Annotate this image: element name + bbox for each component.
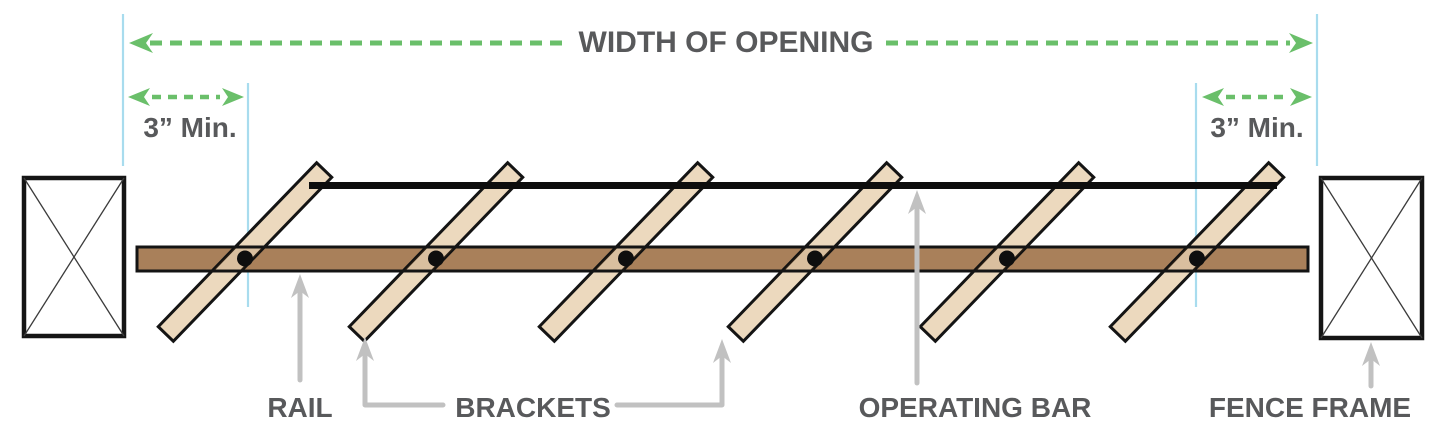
rail-callout-arrowhead — [291, 274, 309, 298]
operating-bar-label: OPERATING BAR — [858, 392, 1092, 423]
bracket-bolts — [237, 250, 1205, 267]
width-arrowhead-right — [1289, 33, 1313, 53]
brackets-callout-arrowhead-left — [356, 337, 374, 361]
callout-arrowheads — [291, 190, 1380, 366]
brackets-label: BRACKETS — [455, 392, 611, 423]
right-min-arrowhead-left — [1202, 88, 1224, 106]
bolt-1 — [237, 250, 253, 267]
width-of-opening-label: WIDTH OF OPENING — [578, 26, 874, 59]
dimension-arrowheads — [128, 33, 1313, 106]
bolt-5 — [999, 250, 1015, 267]
width-arrowhead-left — [129, 33, 153, 53]
fence-frame-callout-arrowhead — [1362, 342, 1380, 366]
brackets-callout-arrowhead-right — [713, 339, 731, 363]
fence-post-left — [21, 175, 127, 339]
left-min-arrowhead-right — [222, 88, 244, 106]
fence-frame-label: FENCE FRAME — [1208, 392, 1412, 423]
right-min-arrowhead-right — [1290, 88, 1312, 106]
bolt-6 — [1189, 250, 1205, 267]
callout-lines — [297, 206, 1374, 408]
brackets-callout-line-right — [614, 355, 725, 408]
rail-border — [135, 245, 1310, 273]
rail — [137, 247, 1308, 271]
bolt-4 — [807, 250, 823, 267]
operating-bar-callout-arrowhead — [908, 190, 926, 214]
rail-label: RAIL — [267, 392, 333, 423]
fence-post-right — [1318, 175, 1425, 341]
bolt-3 — [618, 250, 634, 267]
right-min-clearance-label: 3” Min. — [1210, 112, 1304, 143]
bolt-2 — [428, 250, 444, 267]
dimension-lines — [150, 40, 1290, 100]
left-min-clearance-label: 3” Min. — [143, 112, 237, 143]
brackets-callout-line-left — [362, 353, 446, 408]
left-min-arrowhead-left — [128, 88, 150, 106]
